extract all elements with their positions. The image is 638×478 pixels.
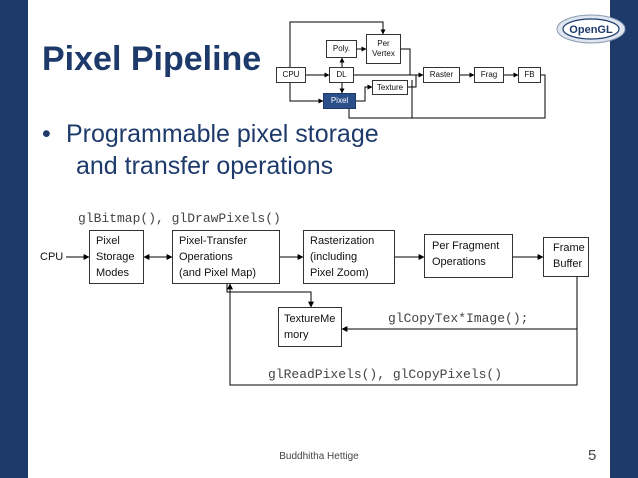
per-fragment-ops-label: Per Fragment Operations — [432, 240, 500, 268]
pixel-storage-modes-box — [89, 230, 144, 284]
overview-per-vertex-box — [366, 34, 401, 64]
rasterization-label: Rasterization (including Pixel Zoom) — [310, 235, 375, 279]
bullet-line-1: Programmable pixel storage — [66, 120, 379, 148]
overview-dl-box — [329, 67, 354, 83]
bullet-marker: • — [42, 120, 51, 148]
pipeline-cpu-label: CPU — [40, 251, 64, 263]
frame-buffer-label: Frame Buffer — [553, 242, 585, 270]
overview-frag-label: Frag — [480, 70, 498, 79]
right-band — [610, 0, 638, 478]
overview-cpu-label: CPU — [282, 70, 300, 79]
per-fragment-ops-box — [424, 234, 513, 278]
overview-texture-box — [372, 80, 408, 95]
overview-poly-label: Poly. — [332, 44, 351, 53]
overview-fb-label: FB — [524, 70, 535, 79]
overview-poly-box — [326, 40, 357, 58]
slide-footer: Buddhitha Hettige — [279, 451, 359, 462]
texture-memory-box — [278, 307, 342, 347]
overview-dl-label: DL — [336, 70, 347, 79]
pixel-transfer-ops-label: Pixel-Transfer Operations (and Pixel Map… — [179, 235, 257, 279]
copy-tex-call-label: glCopyTex*Image(); — [388, 311, 529, 326]
overview-pixel-box — [323, 93, 356, 109]
slide-title: Pixel Pipeline — [42, 40, 262, 78]
read-pixels-call-label: glReadPixels(), glCopyPixels() — [268, 367, 503, 382]
overview-per-vertex-label: Per Vertex — [372, 39, 395, 58]
pixel-transfer-ops-box — [172, 230, 280, 284]
page-number: 5 — [588, 447, 597, 464]
pixel-storage-modes-label: Pixel Storage Modes — [96, 235, 135, 279]
rasterization-box — [303, 230, 395, 284]
overview-texture-label: Texture — [376, 83, 404, 92]
top-call-label: glBitmap(), glDrawPixels() — [78, 211, 281, 226]
left-band — [0, 0, 28, 478]
overview-pixel-label: Pixel — [330, 96, 349, 105]
overview-fb-box — [518, 67, 541, 83]
overview-raster-box — [423, 67, 460, 83]
frame-buffer-box — [543, 237, 589, 277]
overview-cpu-box — [276, 67, 306, 83]
opengl-logo-icon: OpenGL — [556, 14, 626, 44]
overview-frag-box — [474, 67, 504, 83]
texture-memory-label: TextureMe mory — [284, 313, 336, 341]
bullet-line-2: and transfer operations — [76, 152, 334, 180]
overview-raster-label: Raster — [429, 70, 454, 79]
logo-text: OpenGL — [569, 24, 613, 36]
